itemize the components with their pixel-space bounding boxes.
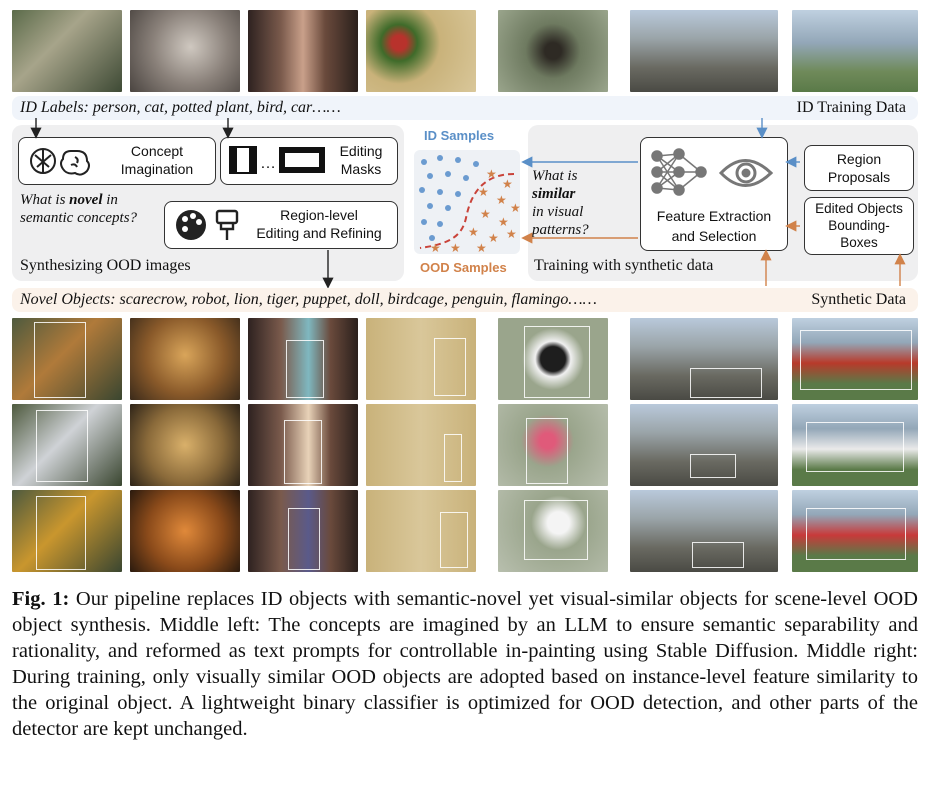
svg-text:★: ★ [480,207,491,221]
city-street-photo [630,10,778,92]
llm-icons [30,148,90,176]
svg-text:★: ★ [498,215,509,229]
region-editing-label: Region-level Editing and Refining [256,207,382,241]
ood-samples-label: OOD Samples [420,260,507,275]
leopard-photo [130,404,240,486]
svg-text:★: ★ [506,227,517,241]
novel-question-suffix: in semantic concepts? [20,192,138,226]
puppet-photo [248,318,358,400]
edited-objects-box: Edited Objects Bounding- Boxes [804,197,914,255]
svg-text:★: ★ [488,231,499,245]
city-sign-photo [630,404,778,486]
brain-icon [60,150,90,176]
feature-icons [651,148,774,196]
feature-extraction-box: Feature Extraction and Selection [640,137,788,251]
figure-caption: Fig. 1: Our pipeline replaces ID objects… [12,586,918,742]
lion-photo [130,318,240,400]
penguin-photo [498,318,608,400]
concept-imagination-box: Concept Imagination [18,137,216,185]
sample-distribution: ID Samples ★★★★ ★★★★ ★★★★ ★ OOD Samples [410,128,524,276]
region-proposals-label: Region Proposals [827,151,891,185]
svg-text:★: ★ [430,241,441,255]
region-editing-box: Region-level Editing and Refining [164,201,398,249]
id-labels-band: ID Labels: person, cat, potted plant, bi… [12,96,918,120]
edited-objects-label: Edited Objects Bounding- Boxes [815,201,903,250]
svg-text:★: ★ [476,241,487,255]
decision-boundary [419,173,515,249]
palette-icon [176,210,206,240]
id-training-data-label: ID Training Data [796,99,906,116]
bird-photo [498,10,608,92]
editing-masks-label: Editing Masks [339,143,383,177]
novel-question: What is novel in semantic concepts? [20,191,170,227]
training-title: Training with synthetic data [534,257,714,274]
city-boombox-photo [630,490,778,572]
concept-imagination-label: Concept Imagination [120,143,194,177]
red-snowmobile-photo [792,490,918,572]
potted-plant-photo [366,10,476,92]
mask-icons: … [229,146,325,174]
svg-text:★: ★ [450,241,461,255]
doll-photo [248,404,358,486]
novel-objects-text: Novel Objects: scarecrow, robot, lion, t… [20,291,597,308]
caption-label: Fig. 1: [12,588,70,610]
svg-text:★: ★ [502,177,513,191]
editing-masks-box: … Editing Masks [220,137,398,185]
tiger-photo [130,490,240,572]
svg-text:★: ★ [496,193,507,207]
robot-photo [12,404,122,486]
feature-extraction-label: Feature Extraction and Selection [656,208,772,244]
golden-statue-photo [12,490,122,572]
id-sample-dots [419,155,479,241]
training-panel: What is similar in visual patterns? Feat… [528,125,918,281]
id-samples-label: ID Samples [424,128,495,143]
person-photo [12,10,122,92]
flow-arrows [30,118,906,289]
action-figure-photo [248,490,358,572]
city-snowmobile-photo [630,318,778,400]
sample-scatter: ★★★★ ★★★★ ★★★★ ★ [414,150,521,255]
cat-photo [130,10,240,92]
scarecrow-photo [12,318,122,400]
ood-sample-stars: ★★★★ ★★★★ ★★★★ ★ [430,167,521,255]
svg-text:★: ★ [510,201,521,215]
similar-question-suffix: in visual patterns? [532,204,589,238]
synthetic-row-3 [12,490,918,572]
birdcage-photo [366,318,476,400]
editing-tool-icons [176,209,239,240]
snowmobile-photo [792,404,918,486]
swan-photo [498,490,608,572]
svg-text:★: ★ [486,167,497,181]
caption-text: Our pipeline replaces ID objects with se… [12,588,918,740]
novel-question-bold: novel [69,192,103,208]
id-labels-text: ID Labels: person, cat, potted plant, bi… [20,99,341,116]
vase-photo [366,404,476,486]
synthesizing-panel: Concept Imagination … Editing Masks What… [12,125,404,281]
svg-text:★: ★ [478,185,489,199]
tractor-photo [792,318,918,400]
synthetic-row-1 [12,318,918,400]
id-image-row [12,10,918,92]
svg-text:…: … [260,155,276,172]
flamingo-photo [498,404,608,486]
openai-icon [30,148,56,174]
novel-question-prefix: What is [20,192,70,208]
novel-objects-band: Novel Objects: scarecrow, robot, lion, t… [12,288,918,312]
similar-question: What is similar in visual patterns? [532,167,624,239]
neural-network-icon [651,148,707,196]
bottle-photo [366,490,476,572]
synthesizing-title: Synthesizing OOD images [20,257,191,274]
synthetic-data-label: Synthetic Data [811,291,906,308]
paintbrush-icon [215,209,239,240]
synthetic-row-2 [12,404,918,486]
similar-question-prefix: What is [532,168,578,184]
svg-text:★: ★ [468,225,479,239]
car-photo [792,10,918,92]
people-photo [248,10,358,92]
eye-icon [718,159,774,187]
similar-question-bold: similar [532,186,576,202]
region-proposals-box: Region Proposals [804,145,914,191]
